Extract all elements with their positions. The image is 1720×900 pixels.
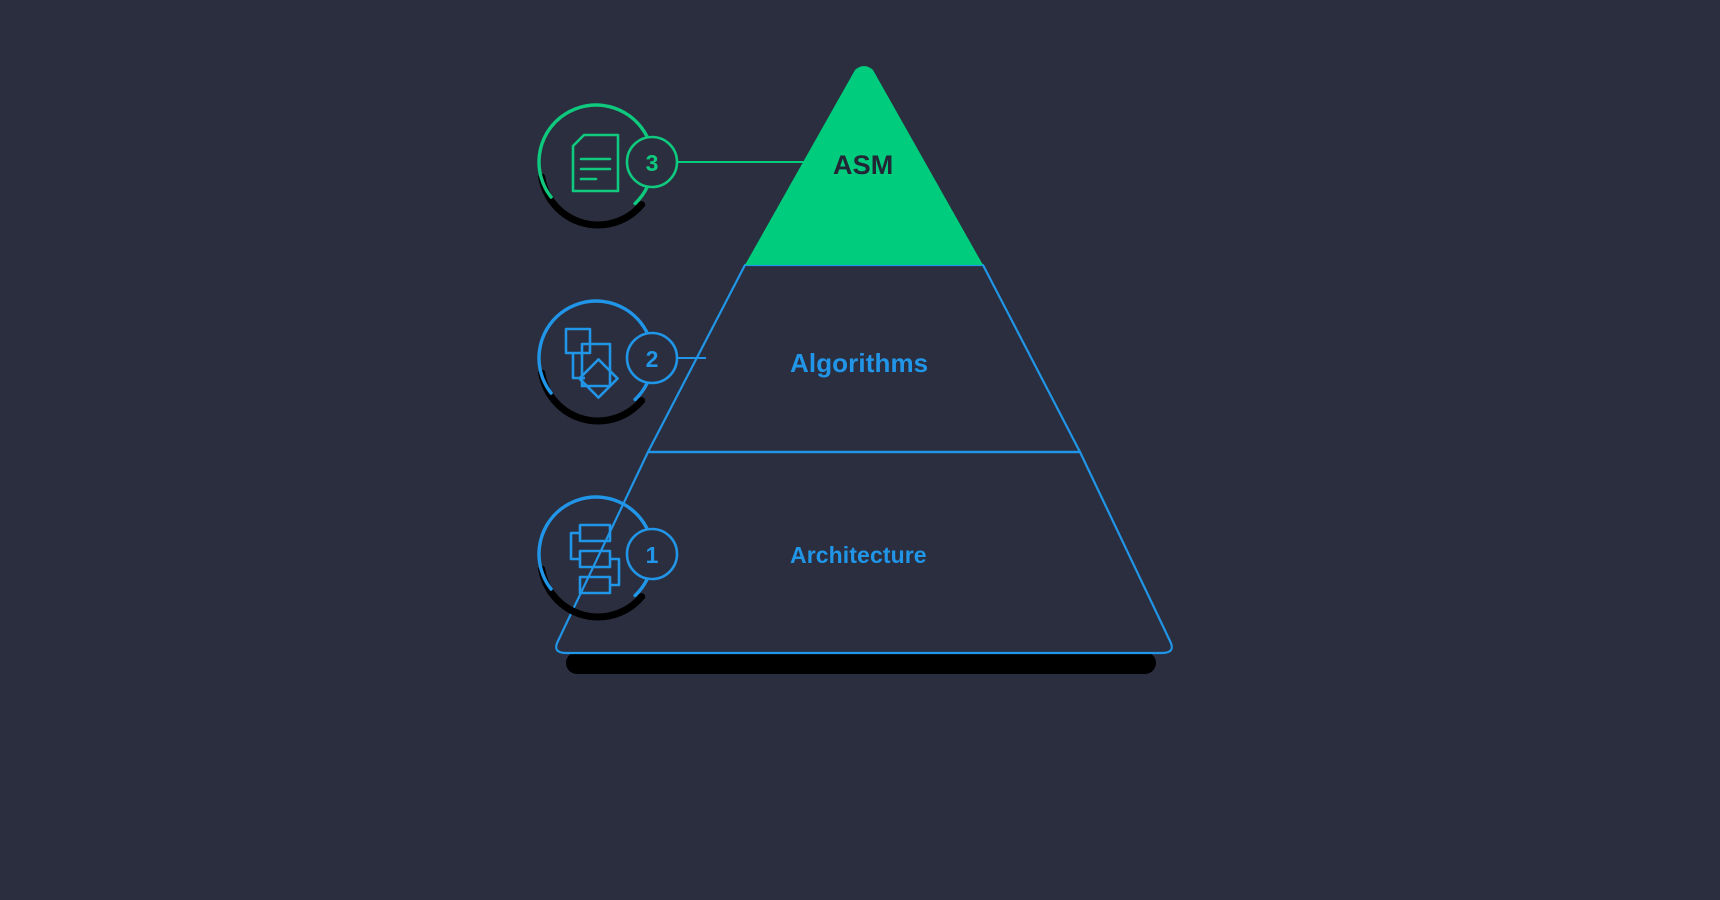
badge-asm-number: 3 <box>646 150 659 176</box>
document-icon <box>571 133 620 193</box>
badge-architecture-number-circle <box>625 527 679 581</box>
badge-architecture-ring <box>537 495 655 613</box>
badge-asm-number-circle <box>625 135 679 189</box>
pyramid-base-shadow <box>566 652 1156 674</box>
badge-asm-ring <box>537 103 655 221</box>
badge-algorithms-ring <box>537 299 655 417</box>
badge-algorithms-number-circle <box>625 331 679 385</box>
tier-shape-architecture <box>555 450 1173 655</box>
badge-algorithms-number: 2 <box>646 346 659 372</box>
tier-label-algorithms: Algorithms <box>790 348 929 378</box>
badge-architecture-shadow <box>537 499 659 621</box>
org-chart-icon <box>569 523 621 595</box>
tier-shape-asm <box>745 66 983 265</box>
badge-architecture[interactable]: 1 <box>516 474 679 640</box>
tier-label-asm: ASM <box>833 150 894 180</box>
badge-algorithms[interactable]: 2 <box>516 278 679 444</box>
tier-label-architecture: Architecture <box>790 542 927 568</box>
badge-algorithms-shadow <box>537 303 659 425</box>
badge-asm-shadow <box>537 107 659 229</box>
flowchart-icon <box>564 327 619 399</box>
badge-asm[interactable]: 3 <box>516 82 679 248</box>
badge-architecture-number: 1 <box>646 542 659 568</box>
